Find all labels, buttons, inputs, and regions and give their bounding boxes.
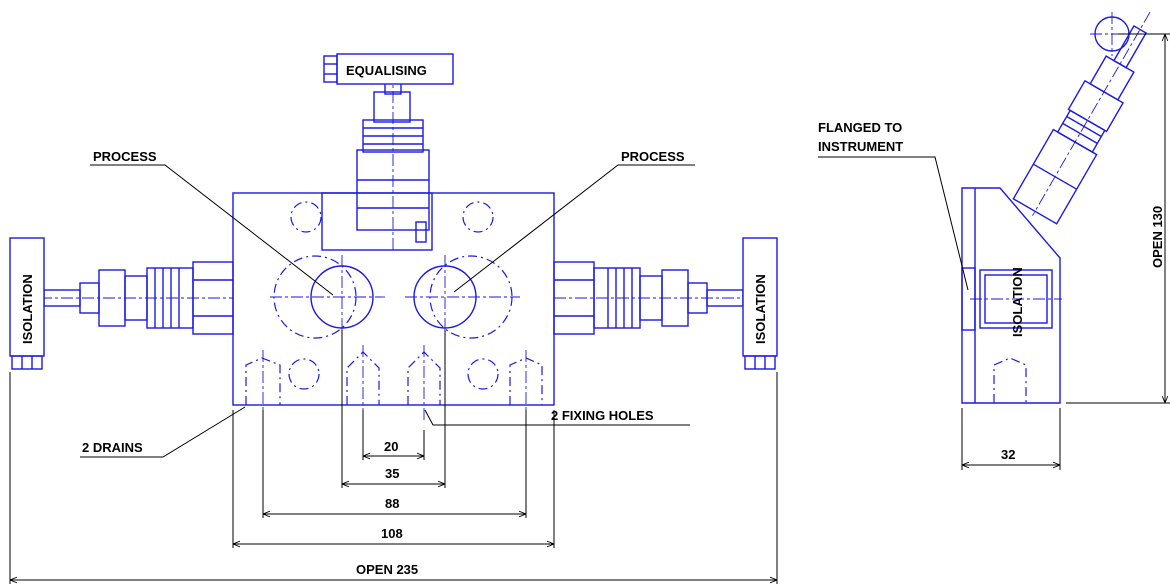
isolation-handle-left xyxy=(9,237,45,370)
equalising-label: EQUALISING xyxy=(346,63,427,78)
side-angled-stem xyxy=(1012,11,1151,225)
dim-open130-label: OPEN 130 xyxy=(1150,206,1165,268)
process-port-left xyxy=(270,255,385,340)
port-hole xyxy=(288,358,320,390)
process-port-right xyxy=(405,255,520,340)
fixing-hole-right xyxy=(407,345,441,420)
port-hole xyxy=(462,201,494,233)
flanged-label-line2: INSTRUMENT xyxy=(818,139,903,154)
dim-108-label: 108 xyxy=(381,526,403,541)
manifold-body xyxy=(232,192,555,406)
drains-leader xyxy=(80,406,246,458)
front-view xyxy=(9,53,778,584)
fixing-holes-label: 2 FIXING HOLES xyxy=(551,408,654,423)
dim-open235-label: OPEN 235 xyxy=(356,562,418,577)
dim-88-label: 88 xyxy=(385,496,399,511)
fixing-hole-left xyxy=(346,345,380,420)
process-left-leader xyxy=(90,164,334,296)
isolation-left-label: ISOLATION xyxy=(20,274,35,344)
side-view xyxy=(818,11,1170,470)
equalising-handle xyxy=(323,53,454,85)
drain-right xyxy=(509,350,543,420)
port-hole xyxy=(290,201,322,233)
equalising-valve xyxy=(321,70,433,251)
drain-left xyxy=(245,350,281,420)
side-body xyxy=(961,187,1061,404)
drains-label: 2 DRAINS xyxy=(82,440,143,455)
process-left-label: PROCESS xyxy=(93,149,157,164)
fixing-holes-leader xyxy=(424,409,690,426)
flanged-leader xyxy=(818,156,969,291)
isolation-right-label: ISOLATION xyxy=(753,274,768,344)
isolation-handle-right xyxy=(742,237,778,370)
dim-35-label: 35 xyxy=(385,466,399,481)
process-right-label: PROCESS xyxy=(621,149,685,164)
process-right-leader xyxy=(453,164,695,293)
isolation-side-label: ISOLATION xyxy=(1010,267,1025,337)
side-isolation-nut xyxy=(970,269,1062,329)
isolation-valve-right xyxy=(553,261,747,335)
isolation-valve-left xyxy=(40,261,234,335)
dim-32-label: 32 xyxy=(1001,447,1015,462)
port-hole xyxy=(467,358,499,390)
dim-20-label: 20 xyxy=(384,439,398,454)
flanged-label-line1: FLANGED TO xyxy=(818,120,902,135)
